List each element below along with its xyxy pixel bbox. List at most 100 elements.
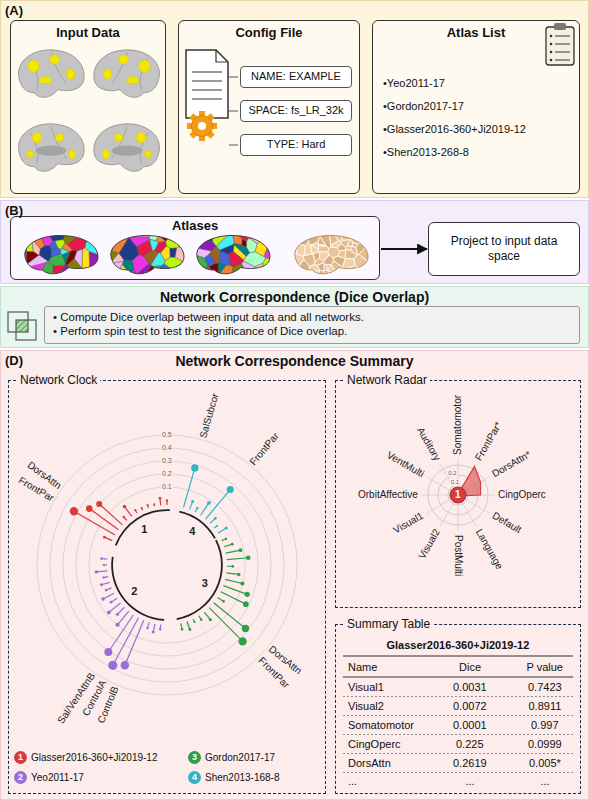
axis-tick: 0.1	[450, 479, 460, 486]
decor-path	[95, 266, 100, 276]
overlap-icon	[8, 312, 36, 340]
bullet-box: • Compute Dice overlap between input dat…	[44, 306, 580, 344]
decor-path	[115, 509, 170, 545]
brain-surface	[94, 50, 160, 97]
decor-line	[96, 571, 107, 572]
decor-line	[89, 509, 118, 530]
brain-surface	[19, 124, 85, 171]
table-cell: 0.0072	[453, 700, 487, 713]
decor-circle	[159, 628, 161, 630]
decor-path	[351, 234, 370, 244]
decor-line	[229, 77, 238, 78]
decor-circle	[222, 600, 225, 603]
decor-circle	[237, 573, 240, 576]
decor-path	[94, 50, 160, 97]
decor-ellipse	[32, 132, 42, 142]
decor-line	[226, 550, 241, 553]
decor-path	[337, 244, 346, 251]
box-title: Network Radar	[344, 372, 430, 388]
decor-line	[343, 677, 573, 678]
decor-ellipse	[55, 133, 63, 141]
decor-circle	[105, 589, 108, 592]
box-title: (A)	[5, 3, 23, 19]
table-cell: CingOperc	[348, 738, 401, 751]
axis-label: CingOperc	[498, 489, 546, 501]
box-title: Input Data	[11, 25, 165, 41]
decor-circle	[200, 619, 202, 621]
decor-line	[113, 618, 139, 666]
box-text: • Perform spin test to test the signific…	[53, 324, 579, 338]
decor-path	[94, 124, 160, 171]
decor-path	[39, 246, 51, 261]
decor-line	[343, 734, 573, 735]
decor-circle	[89, 487, 245, 643]
decor-circle	[240, 581, 244, 585]
decor-line	[227, 558, 248, 560]
decor-path	[292, 234, 300, 244]
decor-circle	[214, 517, 217, 520]
decor-line	[555, 51, 570, 52]
decor-circle	[193, 621, 195, 623]
decor-path	[144, 266, 153, 276]
decor-path	[108, 270, 122, 276]
decor-path	[246, 270, 257, 276]
decor-circle	[100, 583, 103, 586]
axis-tick: 0.1	[161, 483, 173, 491]
table-cell: 0.2619	[453, 757, 487, 770]
decor-circle	[153, 503, 155, 505]
decor-path	[263, 271, 272, 276]
decor-path	[111, 235, 184, 273]
decor-path	[359, 242, 370, 263]
decor-path	[62, 251, 70, 263]
decor-line	[109, 603, 121, 612]
table-rules	[343, 656, 573, 773]
table-cell: Visual2	[348, 700, 384, 713]
decor-path	[194, 241, 216, 251]
table-cell: 0.8911	[529, 700, 562, 713]
dashed-panel: Network Clock	[8, 380, 326, 794]
box-title: Config File	[179, 25, 359, 41]
decor-circle	[238, 637, 246, 645]
decor-path	[318, 236, 325, 246]
axis-tick: 0.3	[161, 457, 173, 465]
decor-circle	[181, 628, 184, 631]
legend-number: 3	[192, 752, 197, 763]
decor-line	[192, 71, 222, 73]
decor-circle	[196, 507, 198, 509]
decor-line	[555, 59, 570, 60]
decor-path	[19, 124, 85, 171]
axis-tick: 0.5	[161, 431, 173, 439]
atlas-brain	[108, 234, 186, 276]
decor-path	[197, 235, 270, 273]
decor-g	[103, 126, 152, 163]
decor-path	[151, 252, 165, 266]
decor-rect	[554, 23, 566, 30]
decor-line	[343, 772, 573, 773]
decor-g	[22, 234, 100, 276]
decor-path	[263, 258, 272, 274]
decor-line	[343, 715, 573, 716]
decor-line	[192, 98, 222, 100]
box-title: Atlas List	[373, 25, 579, 41]
legend-item: Shen2013-168-8	[188, 770, 280, 784]
decor-circle	[207, 501, 211, 505]
decor-path	[342, 259, 355, 269]
table-cell: ...	[466, 775, 475, 788]
decor-path	[29, 234, 44, 249]
decor-circle	[141, 507, 143, 509]
decor-circle	[550, 51, 553, 54]
decor-line	[555, 35, 570, 36]
decor-path	[249, 234, 264, 244]
decor-circle	[102, 576, 104, 578]
decor-ellipse	[69, 150, 76, 159]
decor-path	[360, 267, 369, 276]
decor-line	[229, 111, 238, 112]
decor-path	[219, 265, 234, 276]
decor-ellipse	[126, 77, 139, 84]
decor-circle	[550, 43, 553, 46]
decor-path	[179, 511, 216, 539]
decor-circle	[198, 122, 206, 130]
legend-text: Yeo2011-17	[31, 772, 84, 783]
decor-line	[229, 145, 238, 146]
decor-line	[192, 80, 222, 82]
